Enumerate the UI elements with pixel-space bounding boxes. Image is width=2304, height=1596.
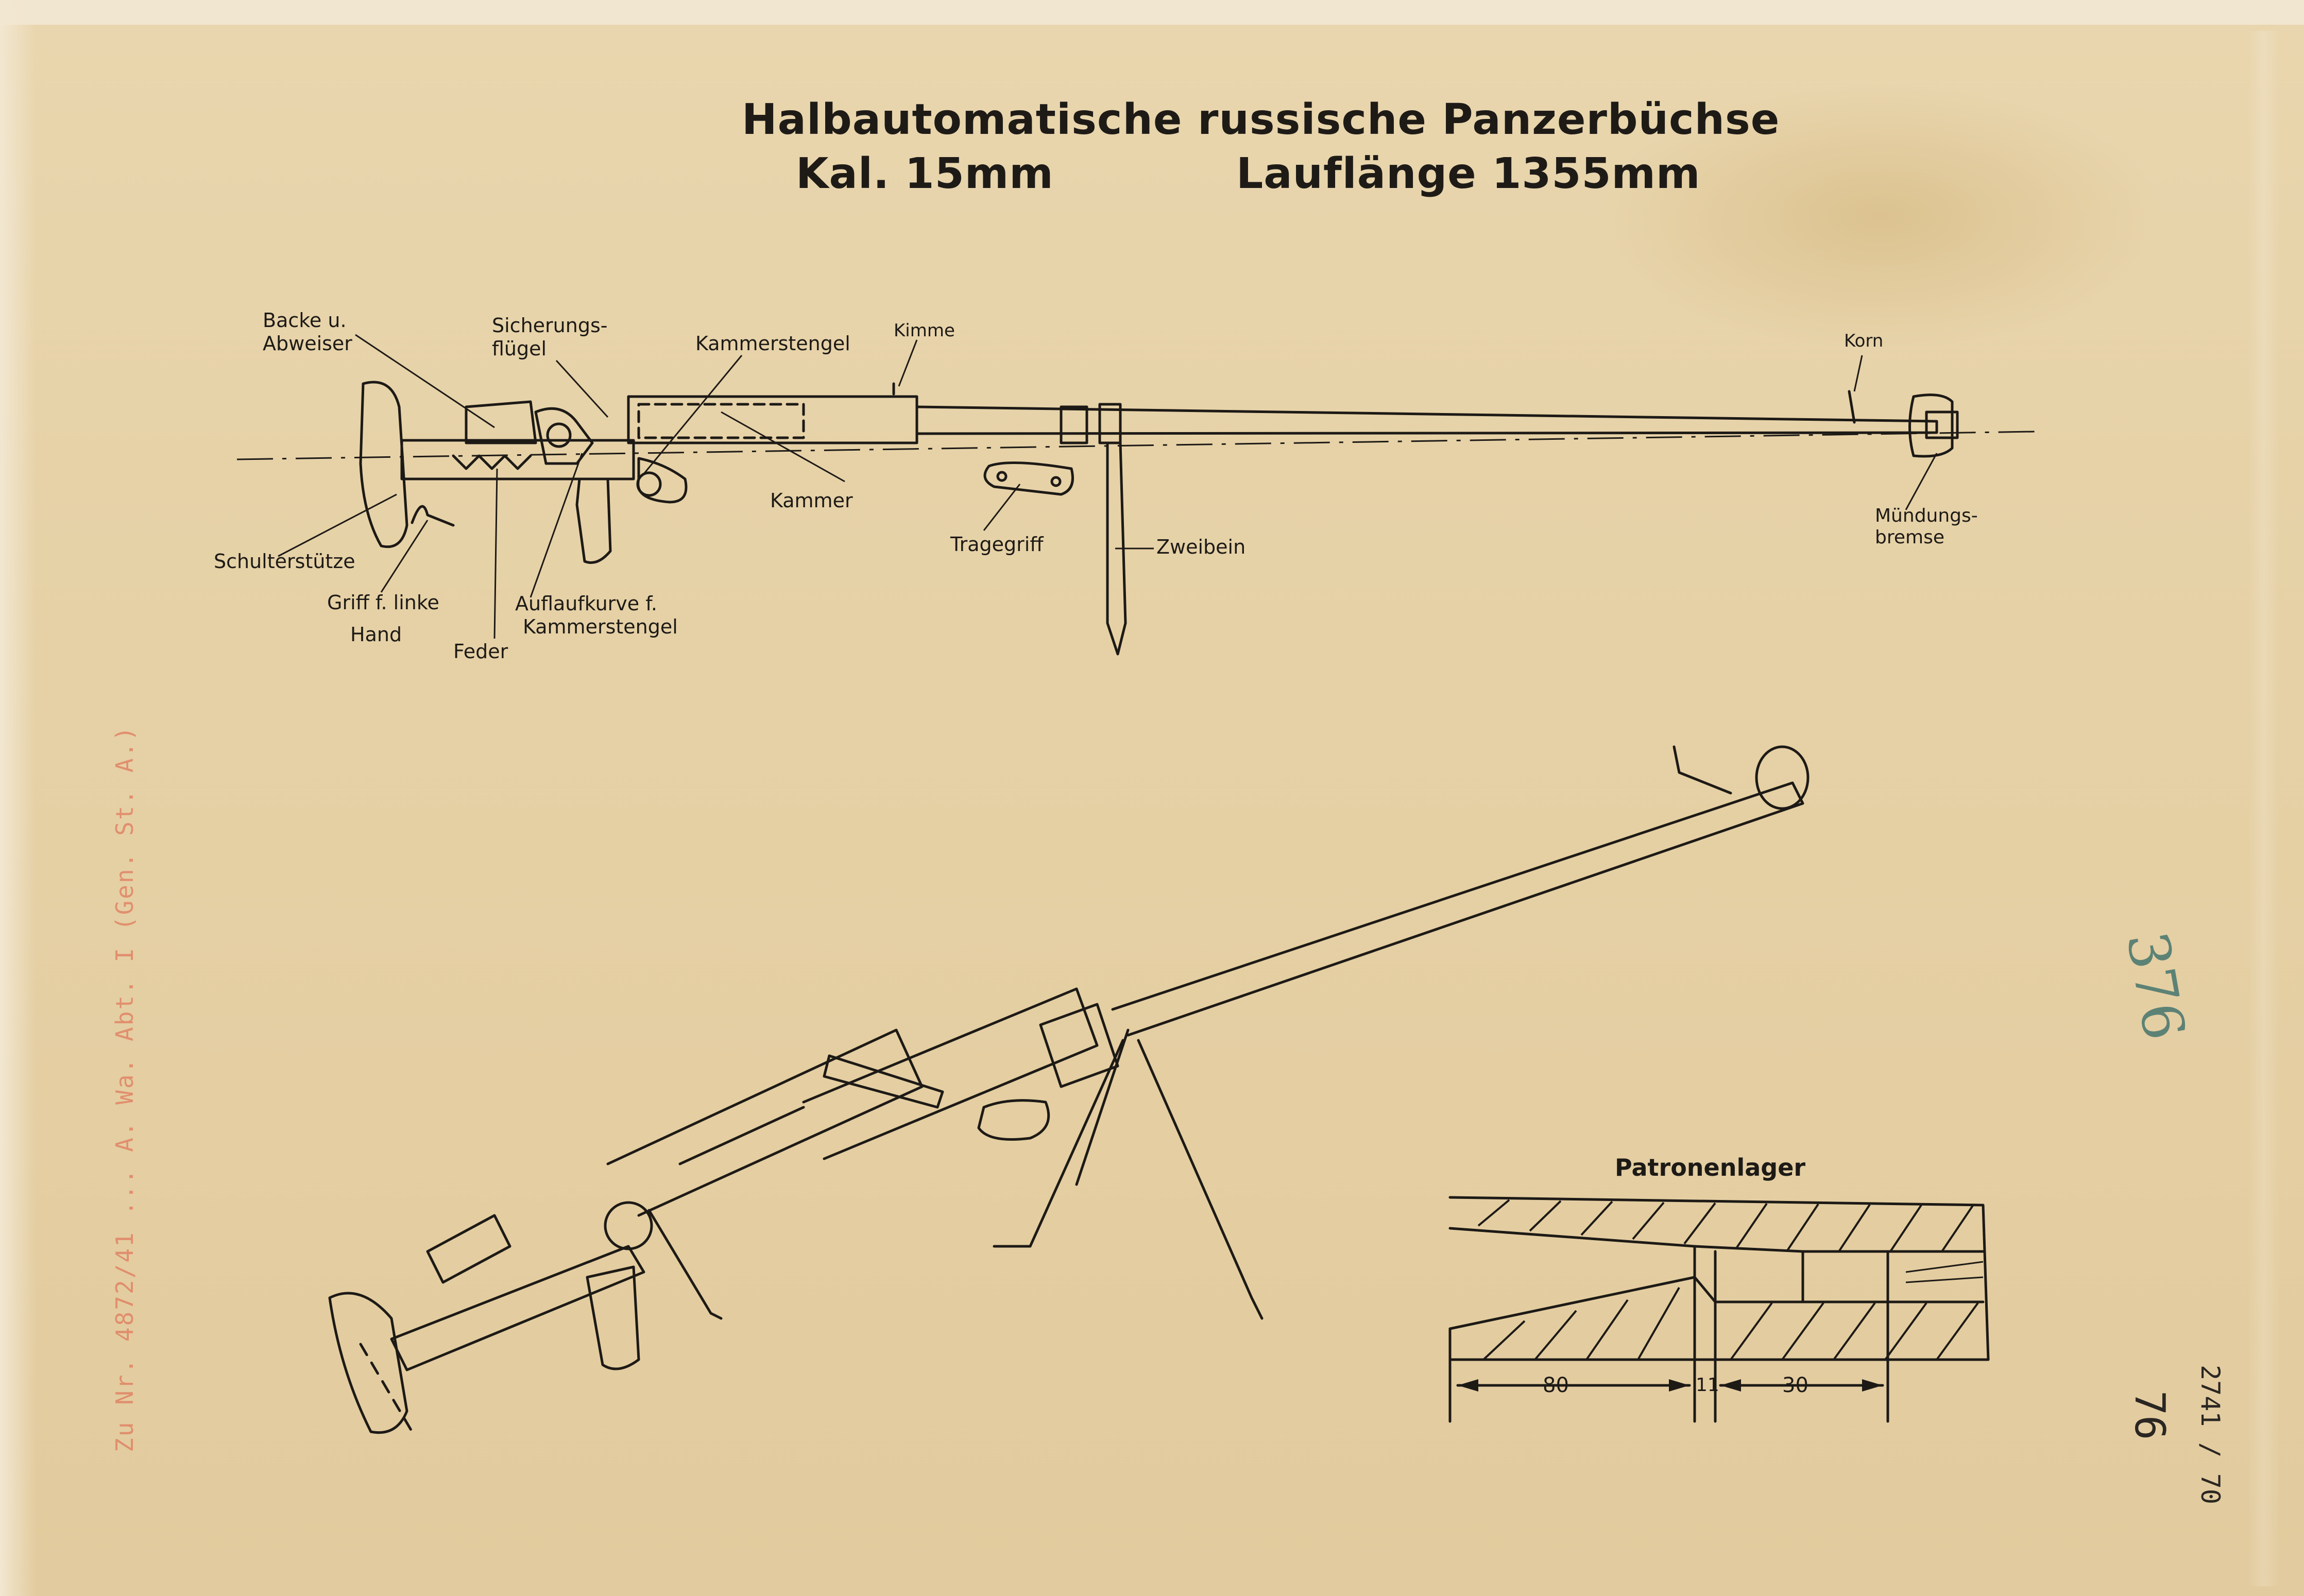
label-feder: Feder: [453, 640, 508, 663]
perspective-rifle: [328, 745, 1810, 1434]
label-schulterstuetze: Schulterstütze: [214, 550, 355, 573]
reference-upper: 2741 / 70: [2195, 1365, 2225, 1504]
caliber-text: Kal. 15mm: [796, 149, 1054, 198]
label-kammer: Kammer: [770, 489, 853, 512]
label-sicherung-line1: Sicherungs-: [492, 314, 608, 337]
label-kimme: Kimme: [894, 320, 955, 341]
label-kammerstengel: Kammerstengel: [695, 332, 850, 355]
label-tragegriff: Tragegriff: [950, 533, 1044, 556]
label-korn: Korn: [1844, 331, 1884, 351]
label-auflauf-line2: Kammerstengel: [523, 615, 678, 638]
dim-30: 30: [1782, 1374, 1808, 1397]
label-backe-line1: Backe u.: [263, 309, 347, 332]
reference-lower: 76: [2126, 1391, 2174, 1440]
side-view-rifle: [236, 381, 2035, 656]
label-zweibein: Zweibein: [1156, 536, 1246, 558]
tape-stain: [1597, 82, 2163, 350]
leader-lines: [278, 334, 1938, 639]
label-griff-line1: Griff f. linke: [327, 591, 439, 614]
label-griff-line2: Hand: [350, 623, 402, 646]
dim-80: 80: [1543, 1374, 1569, 1397]
left-edge: [0, 0, 36, 1596]
label-muendung-line2: bremse: [1875, 527, 1944, 548]
barrel-length-text: Lauflänge 1355mm: [1236, 149, 1701, 198]
tape-fold: [2248, 31, 2279, 1586]
chamber-title: Patronenlager: [1615, 1154, 1806, 1181]
label-muendung-line1: Mündungs-: [1875, 505, 1978, 526]
chamber-section: [1448, 1196, 1990, 1423]
title-line1: Halbautomatische russische Panzerbüchse: [742, 95, 1780, 144]
margin-stamp: Zu Nr. 4872/41 ... A. Wa. Abt. I (Gen. S…: [111, 725, 139, 1452]
dim-11: 11: [1696, 1375, 1719, 1396]
label-auflauf-line1: Auflaufkurve f.: [515, 592, 657, 615]
label-backe-line2: Abweiser: [263, 332, 352, 355]
label-sicherung-line2: flügel: [492, 337, 547, 360]
top-edge: [0, 0, 2304, 25]
